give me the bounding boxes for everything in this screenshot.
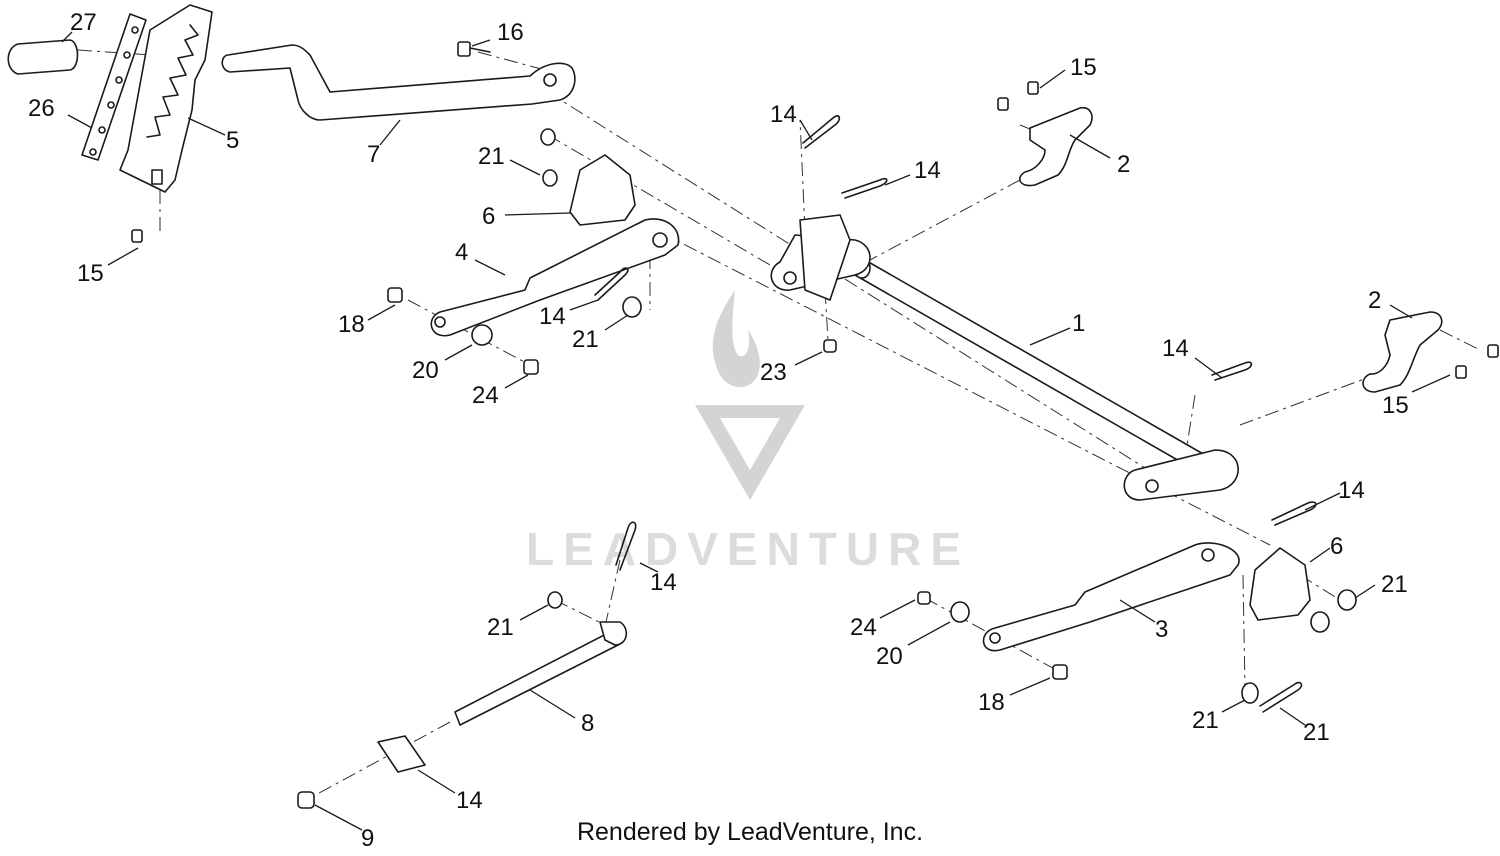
part-3-link-arm: [982, 542, 1240, 652]
callout-4: 4: [455, 239, 468, 266]
callout-14: 14: [1338, 477, 1365, 504]
callout-14: 14: [1162, 335, 1189, 362]
callout-18: 18: [338, 311, 365, 338]
callout-5: 5: [226, 127, 239, 154]
callout-27: 27: [70, 9, 97, 36]
part-6-plate-right: [1249, 547, 1311, 621]
watermark-text: LEADVENTURE: [526, 523, 970, 575]
callout-14: 14: [650, 569, 677, 596]
part-27-grip: [7, 39, 79, 75]
callout-15: 15: [1070, 54, 1097, 81]
callout-14: 14: [539, 303, 566, 330]
callout-1: 1: [1072, 310, 1085, 337]
callout-21: 21: [487, 614, 514, 641]
callout-leaders: [61, 31, 1451, 831]
part-6-plate-left: [569, 154, 636, 226]
callout-23: 23: [760, 359, 787, 386]
callout-20: 20: [412, 357, 439, 384]
callout-24: 24: [850, 614, 877, 641]
part-4-link-arm: [430, 218, 680, 337]
callout-21: 21: [1381, 571, 1408, 598]
callout-18: 18: [978, 689, 1005, 716]
render-credit: Rendered by LeadVenture, Inc.: [576, 818, 924, 846]
part-7-lever-arm: [221, 44, 576, 121]
callout-14: 14: [914, 157, 941, 184]
part-26-bracket-strip: [81, 13, 147, 161]
callout-26: 26: [28, 95, 55, 122]
callout-6: 6: [1330, 533, 1343, 560]
part-15-bolts: [131, 81, 1499, 379]
part-14-hairpin-clips: [594, 115, 1317, 713]
chevron-logo-icon: [695, 405, 805, 500]
callout-21: 21: [478, 143, 505, 170]
callout-21: 21: [572, 326, 599, 353]
callout-2: 2: [1117, 151, 1130, 178]
alignment-lines: [77, 49, 1481, 799]
part-9-collar: [377, 735, 426, 773]
callout-21: 21: [1192, 707, 1219, 734]
callout-15: 15: [77, 260, 104, 287]
leadventure-watermark: LEADVENTURE: [526, 290, 970, 575]
callout-8: 8: [581, 710, 594, 737]
flame-icon: [712, 290, 760, 388]
part-1-main-shaft: [770, 214, 1239, 501]
callout-6: 6: [482, 203, 495, 230]
callout-labels: 27 16 15 26 5 14 7 21 14 2 6 15 4 18 14 …: [28, 9, 1409, 852]
part-8-rod: [454, 621, 628, 726]
part-16-bolt: [457, 41, 491, 57]
callout-7: 7: [367, 141, 380, 168]
callout-24: 24: [472, 382, 499, 409]
callout-20: 20: [876, 643, 903, 670]
callout-15: 15: [1382, 392, 1409, 419]
callout-9: 14: [456, 787, 483, 814]
callout-25: 9: [361, 825, 374, 852]
callout-3: 3: [1155, 616, 1168, 643]
part-2-hook-bracket-left: [1019, 106, 1093, 187]
part-2-hook-bracket-right: [1362, 311, 1443, 393]
callout-14: 14: [770, 101, 797, 128]
part-5-notched-guide: [119, 4, 213, 193]
callout-16: 16: [497, 19, 524, 46]
callout-2: 2: [1368, 287, 1381, 314]
hardware-washers-nuts: [297, 128, 1357, 809]
callout-14: 21: [1303, 719, 1330, 746]
